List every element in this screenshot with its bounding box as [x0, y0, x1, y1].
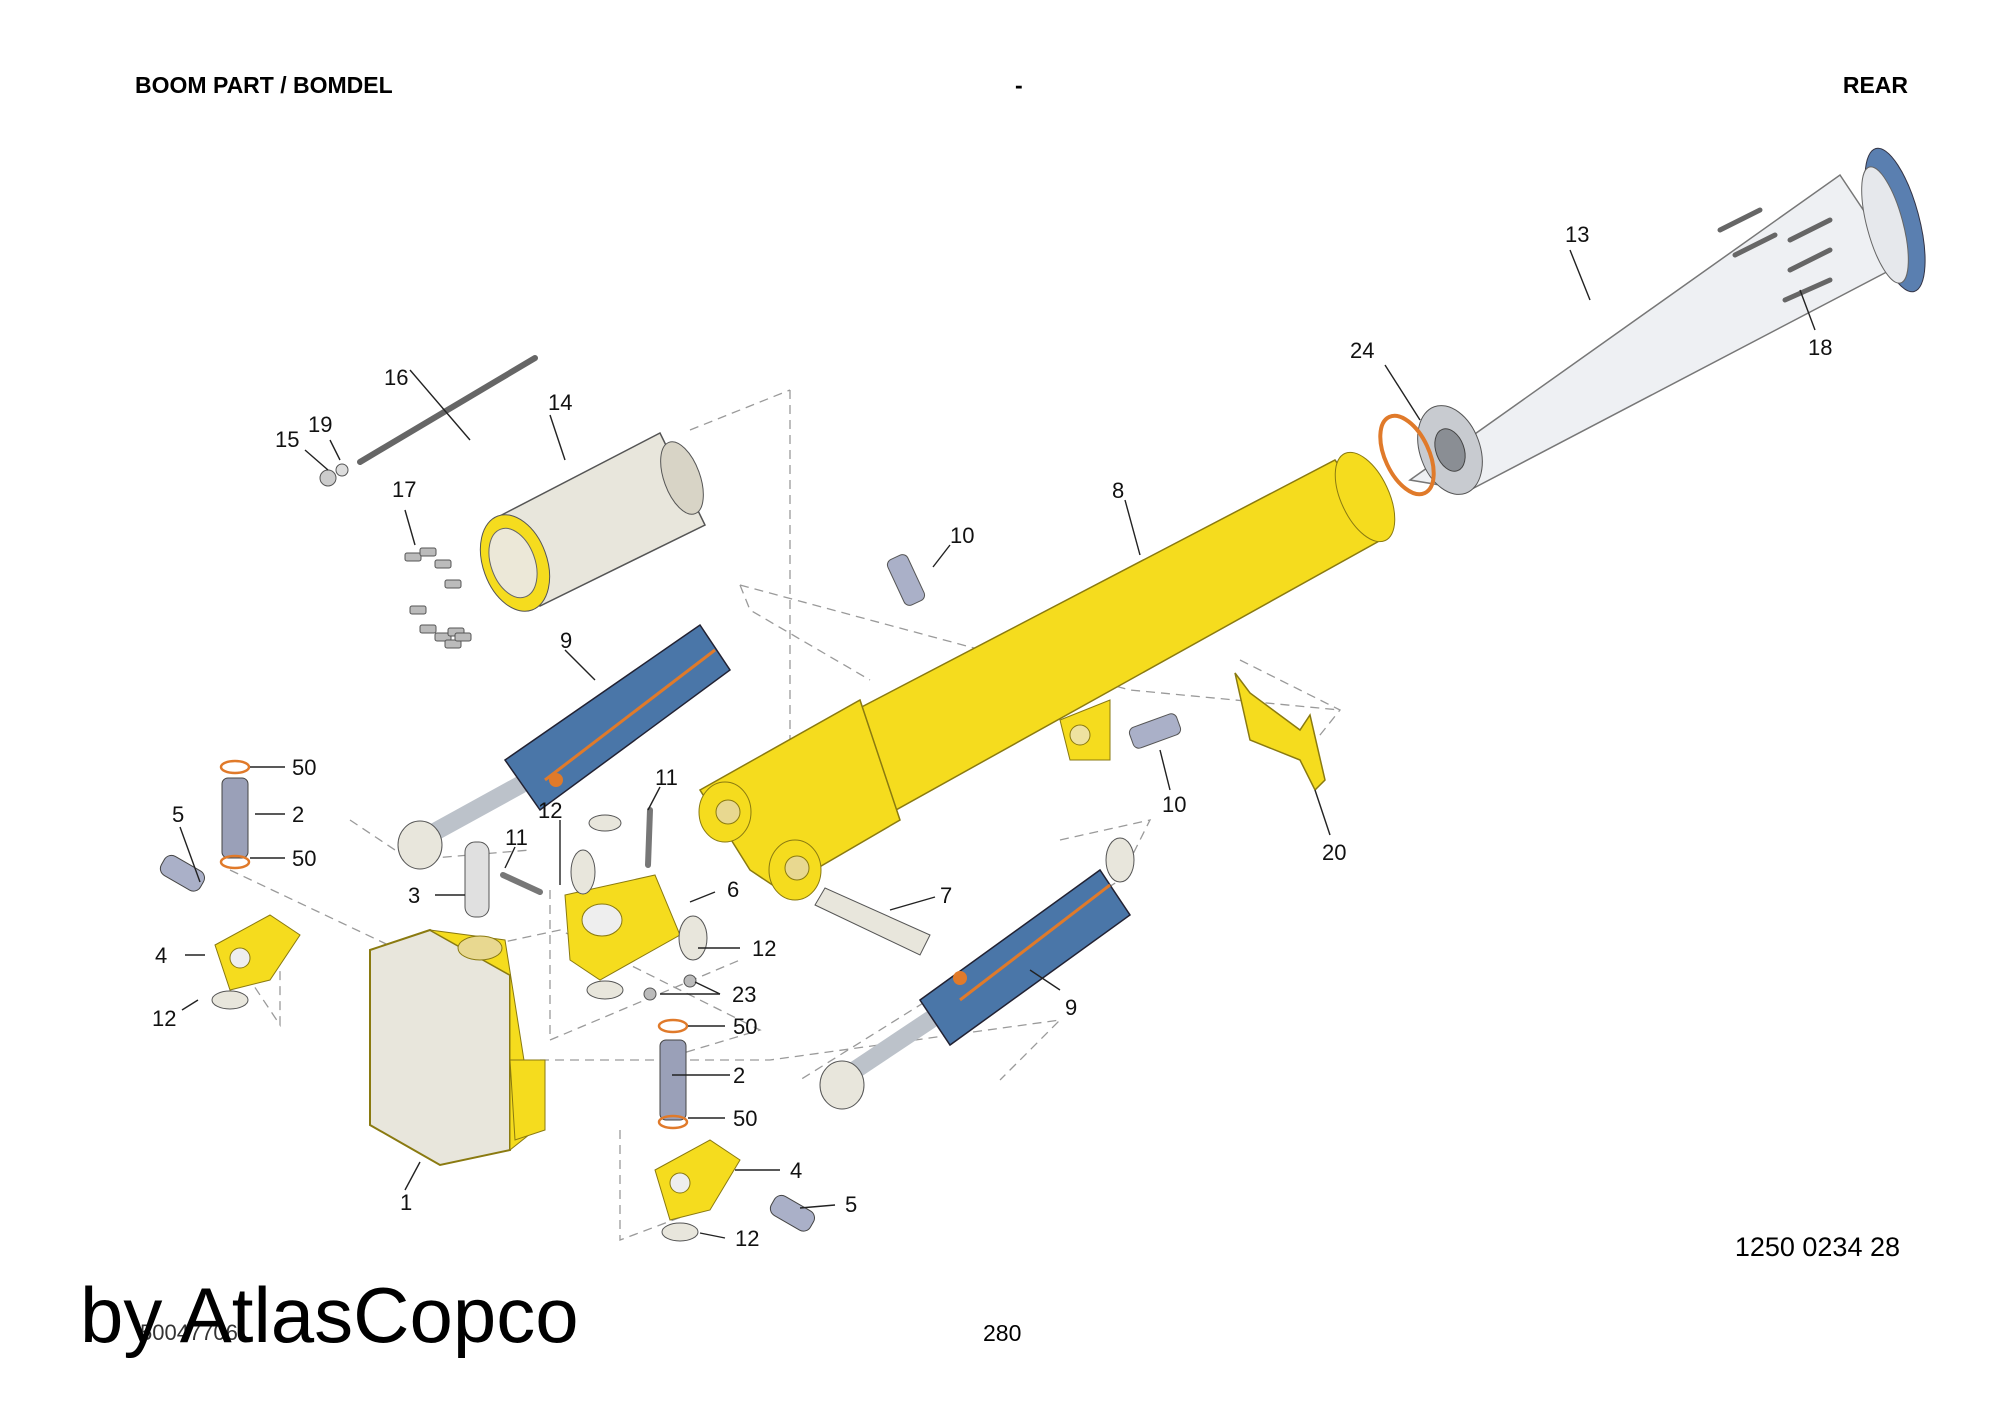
part-2-sleeve-left	[221, 777, 249, 859]
callout-23: 23	[732, 982, 756, 1007]
part-5-pin-left	[159, 854, 205, 892]
part-12-washers	[211, 814, 708, 1242]
part-9-cylinder-lower	[819, 837, 1135, 1110]
part-4-yoke-right	[654, 1139, 741, 1221]
part-2-sleeve-right	[659, 1039, 687, 1121]
callout-16: 16	[384, 365, 408, 390]
leader-lines	[179, 249, 1816, 1239]
callout-50-d: 50	[733, 1106, 757, 1131]
callout-4-right: 4	[790, 1158, 802, 1183]
callout-13: 13	[1565, 222, 1589, 247]
callout-5-right: 5	[845, 1192, 857, 1217]
part-3-pin	[464, 841, 490, 918]
part-17-screws	[404, 547, 472, 649]
callout-12-bottom: 12	[735, 1226, 759, 1251]
part-13-outer-tube	[1408, 147, 1926, 495]
document-number: 1250 0234 28	[1734, 1232, 1900, 1262]
part-4-yoke-left	[214, 914, 301, 991]
callout-50-b: 50	[292, 846, 316, 871]
header-center: -	[1015, 72, 1023, 98]
part-15-nut	[319, 469, 337, 487]
callout-9-lower: 9	[1065, 995, 1077, 1020]
callout-numbers: 1 2 2 3 4 4 5 5 6 7 8 9 9 10 10 11 11 12…	[152, 222, 1832, 1251]
callout-10-lower: 10	[1162, 792, 1186, 817]
part-16-tie-rod	[357, 355, 538, 465]
part-23-nuts	[643, 974, 697, 1001]
small-code: 50047706	[140, 1320, 238, 1345]
header-right: REAR	[1842, 72, 1908, 98]
callout-18: 18	[1808, 335, 1832, 360]
part-50-rings	[219, 759, 689, 1130]
part-1-mounting-plate	[369, 928, 546, 1167]
part-7-pin	[814, 887, 931, 956]
callout-5-left: 5	[172, 802, 184, 827]
header-left: BOOM PART / BOMDEL	[135, 72, 393, 98]
part-10-valves	[886, 554, 1182, 749]
callout-3: 3	[408, 883, 420, 908]
callout-24: 24	[1350, 338, 1374, 363]
callout-8: 8	[1112, 478, 1124, 503]
part-9-cylinder-upper	[397, 623, 732, 870]
callout-10-upper: 10	[950, 523, 974, 548]
watermark: by AtlasCopco	[80, 1271, 579, 1359]
callout-12-right: 12	[752, 936, 776, 961]
part-11-bolt-b	[645, 807, 653, 868]
callout-50-a: 50	[292, 755, 316, 780]
callout-12-top: 12	[538, 798, 562, 823]
callout-1: 1	[400, 1190, 412, 1215]
callout-4-left: 4	[155, 943, 167, 968]
callout-7: 7	[940, 883, 952, 908]
callout-11-b: 11	[655, 765, 678, 790]
callout-17: 17	[392, 477, 416, 502]
callout-14: 14	[548, 390, 572, 415]
part-18-bolts	[1717, 207, 1833, 303]
callout-2-left: 2	[292, 802, 304, 827]
page-number: 280	[983, 1320, 1022, 1346]
part-5-pin-right	[769, 1194, 815, 1232]
callout-50-c: 50	[733, 1014, 757, 1039]
callout-20: 20	[1322, 840, 1346, 865]
part-6-yoke	[564, 874, 681, 981]
callout-2-right: 2	[733, 1063, 745, 1088]
part-11-bolt-a	[500, 872, 543, 895]
callout-15: 15	[275, 427, 299, 452]
callout-6: 6	[727, 877, 739, 902]
part-19-washer	[335, 463, 349, 477]
part-24-o-ring	[1378, 413, 1436, 497]
part-20-bracket	[1234, 672, 1326, 792]
callout-12-left: 12	[152, 1006, 176, 1031]
callout-11-a: 11	[505, 825, 528, 850]
part-8-boom-body	[698, 451, 1396, 901]
part-14-rotation-unit	[479, 431, 707, 612]
callout-19: 19	[308, 412, 332, 437]
callout-9-upper: 9	[560, 628, 572, 653]
